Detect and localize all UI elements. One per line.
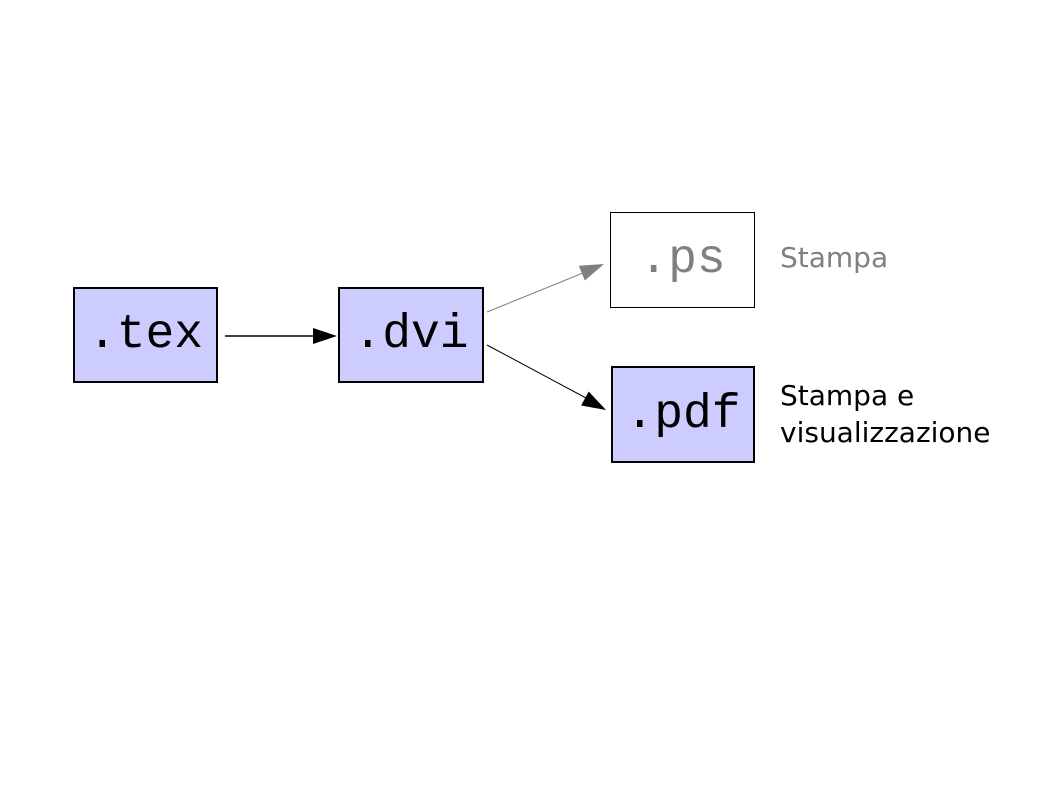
node-tex-label: .tex xyxy=(87,308,204,362)
arrow-tex-to-dvi xyxy=(225,328,337,344)
arrow-dvi-to-ps xyxy=(486,264,604,313)
node-tex: .tex xyxy=(73,287,218,383)
node-ps-label: .ps xyxy=(639,233,726,287)
node-dvi-label: .dvi xyxy=(353,308,469,362)
arrow-dvi-to-pdf xyxy=(486,344,606,410)
annotation-stampa: Stampa xyxy=(780,241,889,274)
node-pdf: .pdf xyxy=(611,366,755,463)
node-dvi: .dvi xyxy=(338,287,484,383)
annotation-stampa-e-visualizzazione: Stampa e visualizzazione xyxy=(780,379,991,449)
node-ps: .ps xyxy=(610,212,755,308)
node-pdf-label: .pdf xyxy=(625,387,741,442)
